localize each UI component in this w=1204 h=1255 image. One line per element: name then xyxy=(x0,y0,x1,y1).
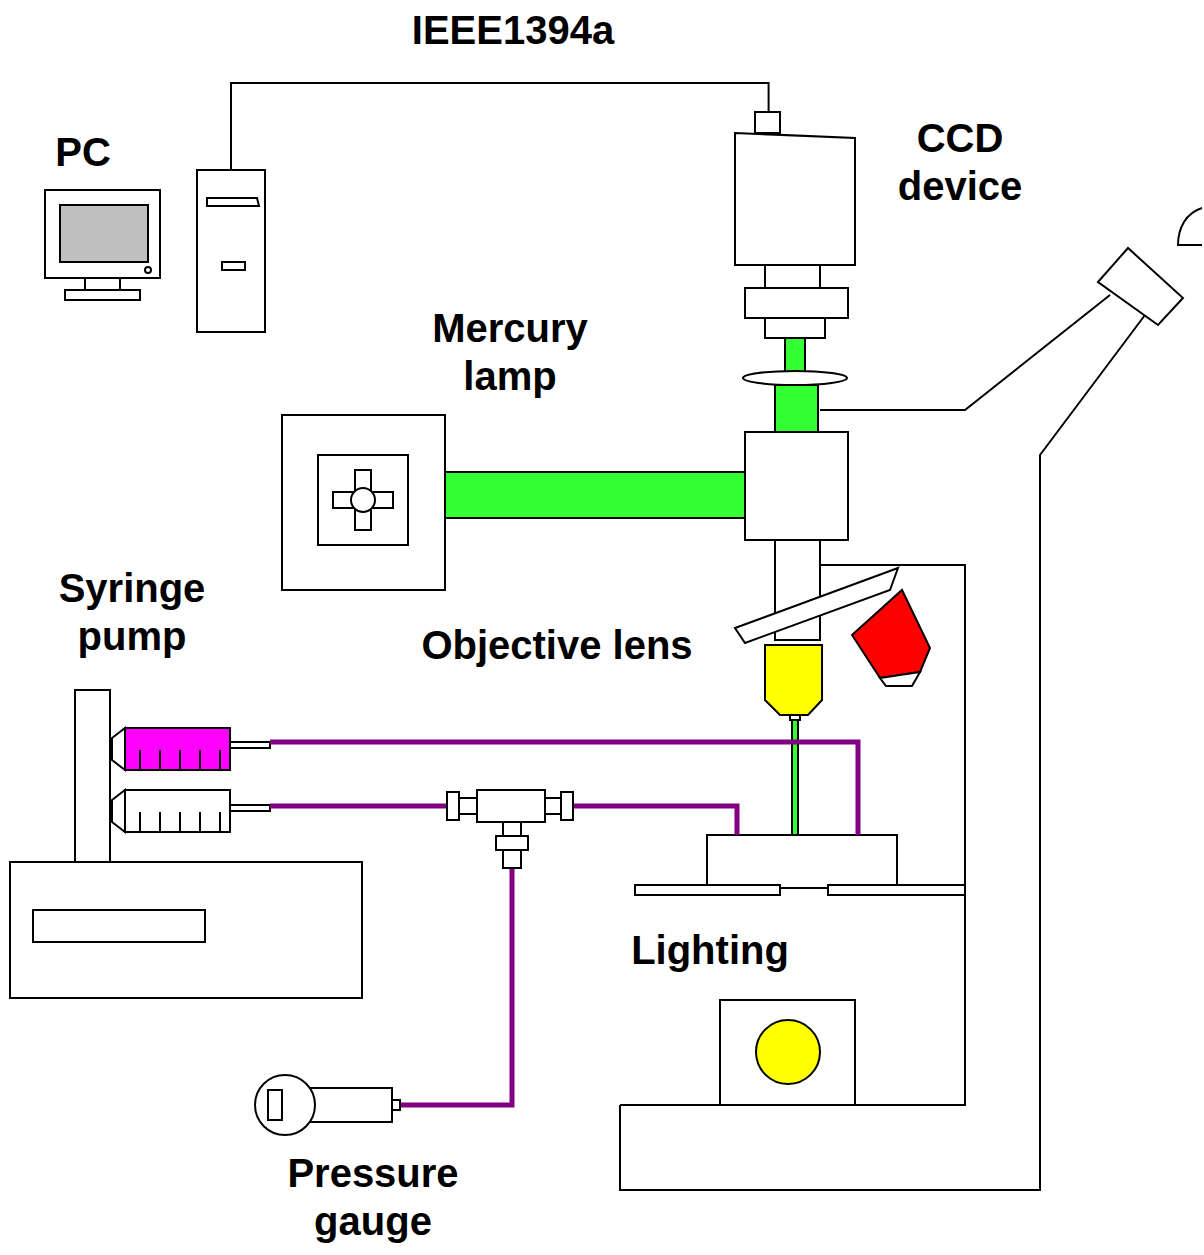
part-label: Mercury lamp xyxy=(432,304,588,400)
syringe-ticks xyxy=(140,750,220,770)
syringe-barrel xyxy=(125,728,230,770)
light-bulb xyxy=(756,1020,820,1084)
syringe-tip xyxy=(230,805,270,811)
lamp-inner xyxy=(318,455,408,545)
lens xyxy=(743,371,847,385)
cable xyxy=(231,83,769,170)
fan-hub xyxy=(351,488,375,512)
light-beam xyxy=(792,720,798,835)
monitor-base xyxy=(65,290,140,300)
monitor xyxy=(45,190,160,278)
drive-slot xyxy=(222,262,245,270)
tee-fitting xyxy=(545,798,561,814)
lamp-housing xyxy=(282,415,445,590)
camera-adapter xyxy=(765,318,825,338)
objective-lens xyxy=(765,645,822,715)
gauge-dial xyxy=(255,1075,315,1135)
computer-node: PC xyxy=(197,170,265,332)
tee-fitting xyxy=(503,822,521,836)
illuminator-box xyxy=(745,432,848,540)
part-label: PC xyxy=(55,128,111,176)
light-path xyxy=(775,385,818,432)
stage-plate xyxy=(828,885,965,895)
tube xyxy=(572,806,737,835)
part-label: Lighting xyxy=(631,926,789,974)
tube xyxy=(400,868,512,1105)
light-source-box xyxy=(720,1000,855,1105)
sample-chamber xyxy=(707,835,897,888)
part-label: Pressure gauge xyxy=(287,1149,458,1245)
power-button xyxy=(145,267,151,273)
objective-turret xyxy=(880,672,920,686)
tee-fitting xyxy=(459,798,477,814)
light-path xyxy=(785,338,805,372)
pump-base xyxy=(10,862,362,998)
lamp-node: Mercury lamp xyxy=(282,415,445,590)
microscope-frame xyxy=(620,315,1145,1190)
camera-neck xyxy=(765,265,820,288)
pump-node: Syringe pump xyxy=(10,862,362,998)
tube xyxy=(270,742,858,835)
camera-node: CCD device xyxy=(735,133,855,265)
stage-plate xyxy=(635,885,780,895)
syringe-barrel xyxy=(125,790,230,832)
gauge-window xyxy=(268,1090,282,1120)
microscope-arm xyxy=(820,295,1110,410)
monitor-neck xyxy=(85,278,120,290)
gauge-node: Pressure gauge xyxy=(255,1075,400,1135)
pump-stand xyxy=(75,690,110,862)
eye-symbol xyxy=(1178,208,1202,245)
syringe-plunger xyxy=(112,790,125,832)
objective-turret xyxy=(852,590,930,678)
camera-adapter xyxy=(745,288,848,318)
computer-tower xyxy=(197,170,265,332)
part-label: CCD device xyxy=(898,114,1023,210)
ccd-camera xyxy=(735,133,855,265)
tee-nut xyxy=(447,792,459,820)
light-beam xyxy=(445,472,745,518)
syringe-ticks xyxy=(140,812,220,832)
part-label: IEEE1394a xyxy=(412,6,614,54)
eyepiece xyxy=(1098,248,1183,325)
syringe-tip xyxy=(230,742,270,748)
part-label: Objective lens xyxy=(421,621,692,669)
part-label: Syringe pump xyxy=(59,564,206,660)
camera-connector xyxy=(755,112,780,133)
tee-nut xyxy=(496,836,528,850)
syringe-plunger xyxy=(112,728,125,770)
tee-nut xyxy=(561,792,573,820)
tee-fitting xyxy=(503,850,521,868)
drive-slot xyxy=(207,198,259,206)
tee-body xyxy=(477,790,545,822)
tube xyxy=(270,804,448,809)
monitor-screen xyxy=(60,205,148,262)
gauge-port xyxy=(392,1100,400,1110)
pump-display xyxy=(33,910,205,942)
